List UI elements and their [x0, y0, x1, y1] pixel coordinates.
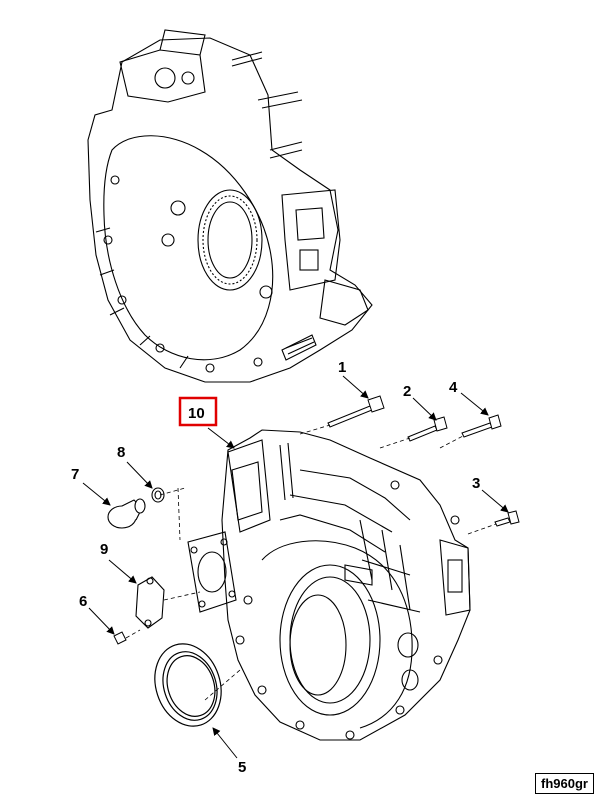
plug — [107, 498, 146, 529]
callout-9: 9 — [100, 541, 108, 558]
o-ring — [151, 487, 165, 503]
alignment-lines — [125, 424, 497, 701]
callout-6: 6 — [79, 593, 87, 610]
callout-3: 3 — [472, 475, 480, 492]
callout-8: 8 — [117, 444, 125, 461]
callout-10: 10 — [188, 405, 205, 422]
callout-7: 7 — [71, 466, 79, 483]
rear-seal-ring — [154, 643, 222, 727]
callout-5: 5 — [238, 759, 246, 776]
callout-4: 4 — [449, 379, 458, 396]
callout-2: 2 — [403, 383, 411, 400]
reference-code-label: fh960gr — [535, 773, 594, 794]
callout-1: 1 — [338, 359, 346, 376]
cover-gasket — [187, 531, 237, 613]
access-cover-plate — [135, 576, 165, 629]
leader-lines — [82, 375, 509, 759]
upper-engine-housing — [87, 29, 373, 383]
screws — [113, 395, 520, 645]
callout-10-highlight-box — [178, 396, 218, 427]
flywheel-housing — [221, 429, 471, 741]
